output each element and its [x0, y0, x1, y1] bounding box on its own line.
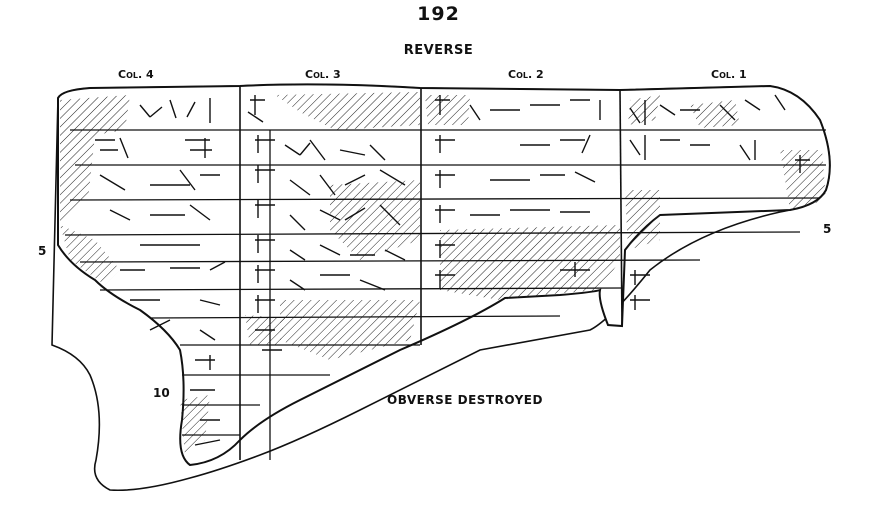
- damaged-areas: [60, 92, 826, 455]
- cuneiform-signs: [95, 94, 810, 446]
- line-number-left-10: 10: [153, 386, 170, 400]
- ruled-lines: [64, 129, 826, 460]
- column-header-4: Col. 4: [118, 68, 154, 81]
- column-header-2: Col. 2: [508, 68, 544, 81]
- line-number-left-5: 5: [38, 244, 47, 258]
- column-dividers: [239, 86, 623, 460]
- column-header-3: Col. 3: [305, 68, 341, 81]
- plate-number: 192: [417, 3, 460, 25]
- obverse-destroyed-caption: OBVERSE DESTROYED: [387, 393, 543, 407]
- line-number-right-5: 5: [823, 222, 832, 236]
- side-title: REVERSE: [403, 43, 474, 58]
- column-header-1: Col. 1: [711, 68, 747, 81]
